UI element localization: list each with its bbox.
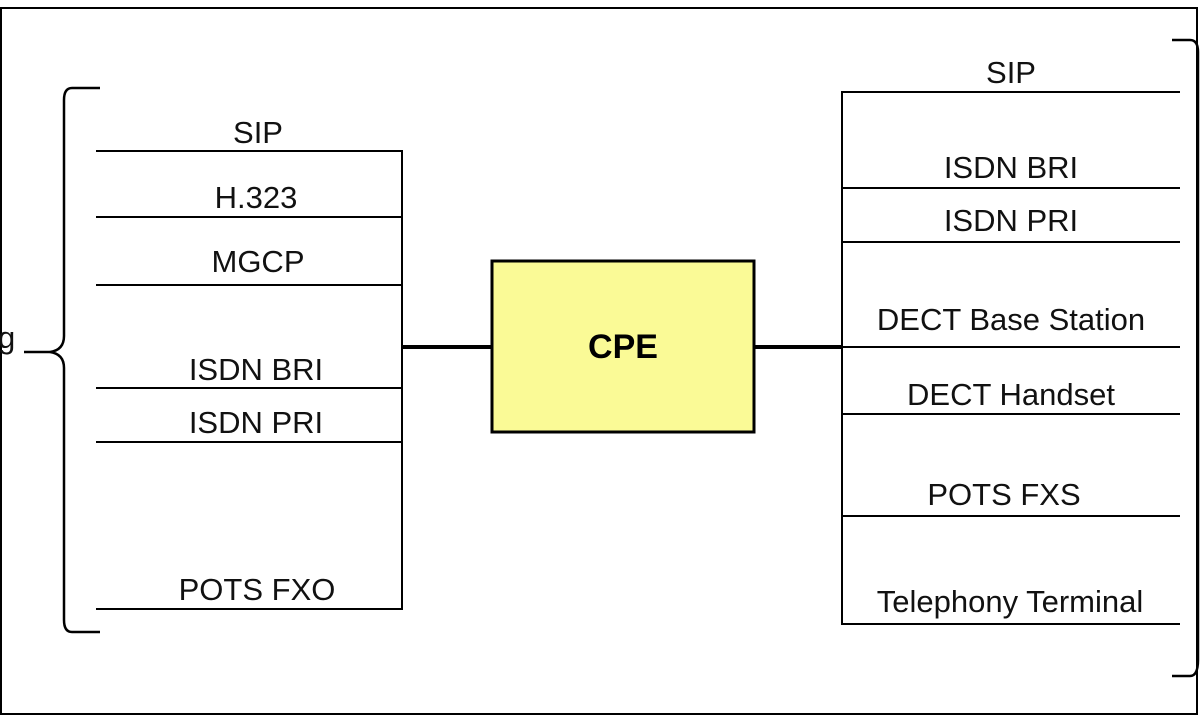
right-brace	[1172, 38, 1200, 678]
cpe-label: CPE	[588, 328, 658, 366]
right-label-pots-fxs: POTS FXS	[927, 477, 1080, 512]
cpe-box	[490, 259, 756, 434]
left-label-pots-fxo: POTS FXO	[179, 572, 336, 607]
right-label-dect-handset: DECT Handset	[907, 377, 1115, 412]
left-label-sip: SIP	[233, 115, 283, 150]
right-label-isdn-bri: ISDN BRI	[944, 150, 1078, 185]
right-label-dect-base-station: DECT Base Station	[877, 302, 1145, 337]
right-label-telephony-terminal: Telephony Terminal	[877, 584, 1144, 619]
left-label-isdn-pri: ISDN PRI	[189, 405, 323, 440]
right-label-isdn-pri: ISDN PRI	[944, 203, 1078, 238]
left-label-h323: H.323	[215, 180, 298, 215]
left-side-label: g	[0, 320, 15, 355]
left-label-mgcp: MGCP	[212, 244, 305, 279]
left-label-isdn-bri: ISDN BRI	[189, 352, 323, 387]
right-label-sip: SIP	[986, 55, 1036, 90]
left-brace	[49, 86, 100, 634]
